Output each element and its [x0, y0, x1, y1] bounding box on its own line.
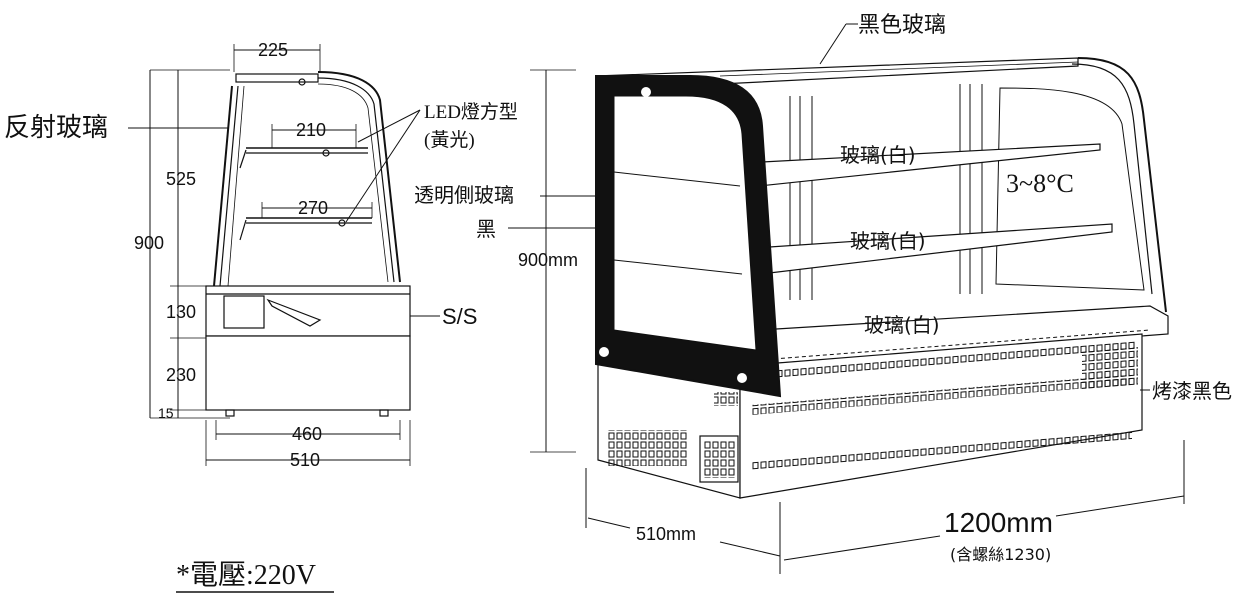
voltage-note: *電壓:220V: [176, 560, 316, 591]
dim-feet-15: 15: [158, 405, 174, 421]
label-side-glass: 透明側玻璃: [414, 183, 514, 207]
vent-rows: [752, 341, 1138, 471]
label-temperature: 3~8°C: [1006, 169, 1074, 198]
label-black: 黑: [476, 217, 496, 241]
dim-base-230: 230: [166, 365, 196, 385]
label-shelf-glass-3: 玻璃(白): [864, 313, 940, 337]
black-side-frame: [595, 75, 782, 398]
label-led-yellow: (黃光): [424, 129, 475, 151]
label-reflective-glass: 反射玻璃: [4, 113, 108, 142]
dim-width-460: 460: [292, 424, 322, 444]
dim-top-225: 225: [258, 40, 288, 60]
dim-depth-510mm: 510mm: [636, 524, 696, 544]
front-dimensions: [508, 23, 1185, 574]
side-view: [128, 44, 440, 466]
dim-shelf-210: 210: [296, 120, 326, 140]
dim-base-130: 130: [166, 302, 196, 322]
dim-length-note: (含螺絲1230): [950, 545, 1051, 564]
label-led-light: LED燈方型: [424, 101, 518, 123]
label-shelf-glass-2: 玻璃(白): [850, 229, 926, 253]
label-shelf-glass-1: 玻璃(白): [840, 143, 916, 167]
dim-length-1200mm: 1200mm: [944, 507, 1053, 538]
label-black-paint: 烤漆黑色: [1152, 379, 1232, 403]
label-black-glass: 黑色玻璃: [858, 13, 946, 38]
dim-height-525: 525: [166, 169, 196, 189]
dim-shelf-270: 270: [298, 198, 328, 218]
dim-width-510: 510: [290, 450, 320, 470]
front-shelf-lines: [613, 171, 743, 275]
dim-height-900mm: 900mm: [518, 250, 578, 270]
label-stainless-steel: S/S: [442, 304, 477, 329]
dim-height-900: 900: [134, 233, 164, 253]
